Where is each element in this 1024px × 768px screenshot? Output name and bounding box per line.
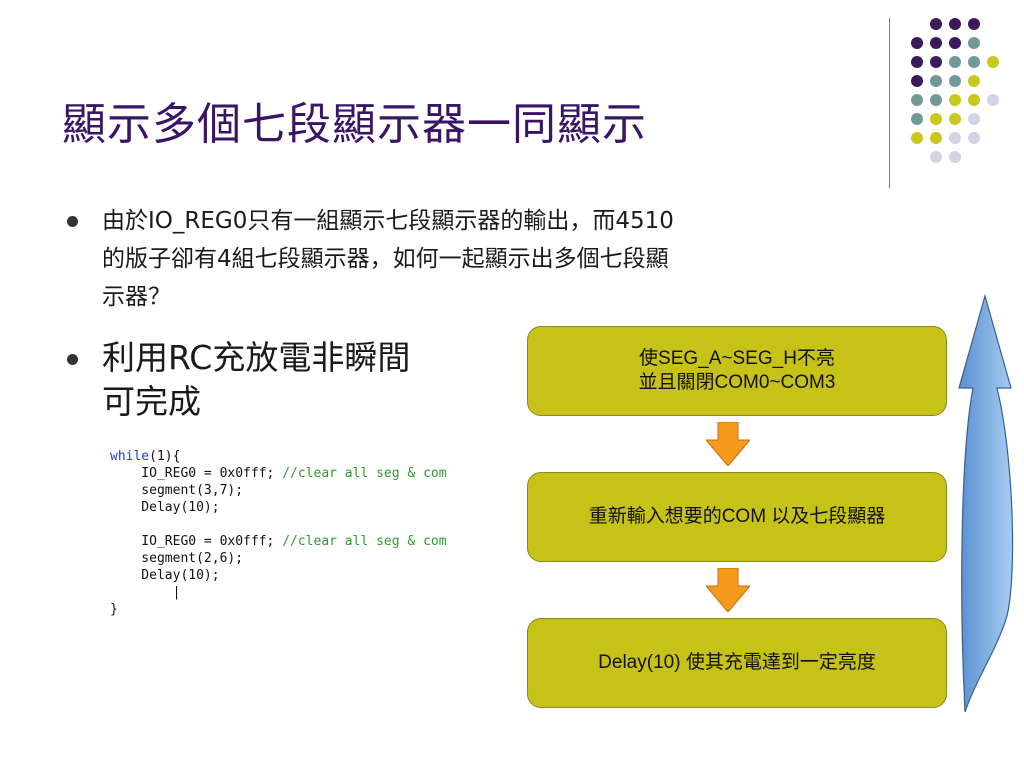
decorative-dot — [930, 151, 942, 163]
decorative-dot — [949, 18, 961, 30]
decorative-dot — [911, 132, 923, 144]
bullet-text: 利用RC充放電非瞬間 可完成 — [102, 336, 482, 424]
decorative-dot — [930, 18, 942, 30]
decorative-dot — [949, 37, 961, 49]
decorative-dot — [949, 56, 961, 68]
decorative-dot — [968, 37, 980, 49]
code-line: Delay(10); — [110, 568, 220, 583]
decorative-dot — [987, 56, 999, 68]
flow-step-input: 重新輸入想要的COM 以及七段顯器 — [527, 472, 947, 562]
code-line: IO_REG0 = 0x0fff; //clear all seg & com — [110, 534, 447, 549]
decorative-dot — [930, 75, 942, 87]
decorative-dot — [930, 132, 942, 144]
decorative-dot — [987, 94, 999, 106]
decorative-dot — [930, 94, 942, 106]
decorative-dot — [968, 75, 980, 87]
decorative-dot — [968, 132, 980, 144]
code-line: segment(2,6); — [110, 551, 244, 566]
code-line: Delay(10); — [110, 500, 220, 515]
decorative-dot — [930, 113, 942, 125]
code-line: while(1){ — [110, 449, 181, 464]
code-line: segment(3,7); — [110, 483, 244, 498]
decorative-dot — [930, 56, 942, 68]
decorative-dot — [949, 132, 961, 144]
decorative-dot — [911, 113, 923, 125]
flow-step-text: 使SEG_A~SEG_H不亮 — [639, 348, 835, 369]
bullet-marker — [67, 216, 78, 227]
decorative-dot — [911, 94, 923, 106]
flow-step-text: 重新輸入想要的COM 以及七段顯器 — [588, 506, 886, 527]
code-line — [110, 516, 447, 533]
title-divider-line — [889, 18, 890, 188]
flow-step-text: Delay(10) 使其充電達到一定亮度 — [598, 652, 876, 673]
decorative-dot — [911, 75, 923, 87]
down-arrow-icon — [706, 422, 750, 466]
decorative-dot — [949, 75, 961, 87]
bullet-text: 由於IO_REG0只有一組顯示七段顯示器的輸出，而4510 的版子卻有4組七段顯… — [102, 202, 942, 316]
code-line: IO_REG0 = 0x0fff; //clear all seg & com — [110, 466, 447, 481]
decorative-dot — [968, 113, 980, 125]
code-snippet: while(1){ IO_REG0 = 0x0fff; //clear all … — [110, 448, 447, 618]
decorative-dot — [930, 37, 942, 49]
decorative-dot — [968, 18, 980, 30]
bullet-line: 利用RC充放電非瞬間 — [102, 338, 411, 377]
code-line: } — [110, 602, 118, 617]
decorative-dot — [968, 56, 980, 68]
flow-step-text: 並且關閉COM0~COM3 — [638, 372, 836, 393]
bullet-line: 的版子卻有4組七段顯示器，如何一起顯示出多個七段顯 — [102, 246, 669, 272]
decorative-dot — [911, 56, 923, 68]
down-arrow-icon — [706, 568, 750, 612]
decorative-dot — [949, 94, 961, 106]
loop-back-arrow-icon — [958, 293, 1014, 713]
decorative-dot — [949, 113, 961, 125]
bullet-line: 由於IO_REG0只有一組顯示七段顯示器的輸出，而4510 — [102, 208, 674, 234]
code-line: | — [110, 585, 181, 600]
decorative-dot — [949, 151, 961, 163]
bullet-line: 可完成 — [102, 382, 201, 421]
slide-title: 顯示多個七段顯示器一同顯示 — [62, 99, 647, 150]
bullet-marker — [67, 354, 78, 365]
flow-step-delay: Delay(10) 使其充電達到一定亮度 — [527, 618, 947, 708]
bullet-line: 示器？ — [102, 284, 171, 310]
flow-step-clear: 使SEG_A~SEG_H不亮 並且關閉COM0~COM3 — [527, 326, 947, 416]
decorative-dot — [968, 94, 980, 106]
decorative-dot — [911, 37, 923, 49]
